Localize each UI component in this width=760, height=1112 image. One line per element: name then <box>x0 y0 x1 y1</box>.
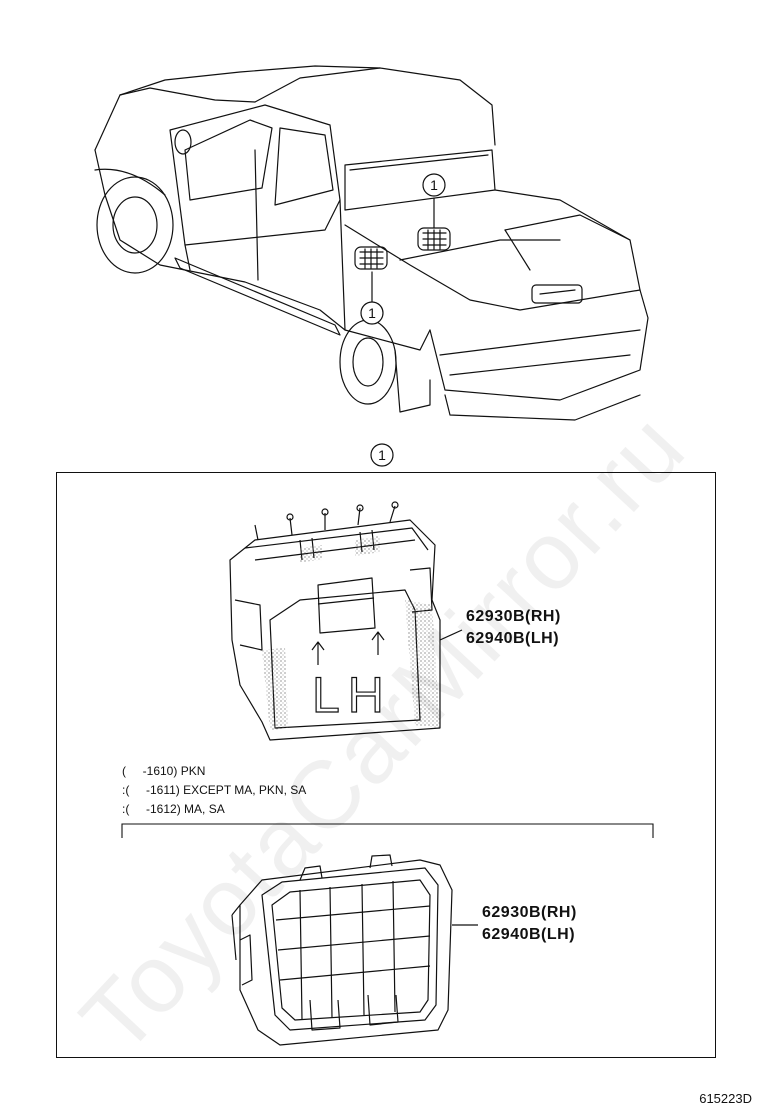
upper-part-number-lh: 62940B(LH) <box>466 630 560 647</box>
lower-part-number-lh: 62940B(LH) <box>482 926 576 943</box>
applicability-note-1: ( -1610) PKN <box>122 764 206 778</box>
applicability-note-3: :( -1612) MA, SA <box>122 802 225 816</box>
callout-number-lower: 1 <box>368 305 376 321</box>
applicability-note-2: :( -1611) EXCEPT MA, PKN, SA <box>122 783 307 797</box>
truck-illustration: 1 1 1 <box>94 65 649 467</box>
callout-circle-section <box>370 443 394 467</box>
callout-circle-lower <box>360 301 384 325</box>
callout-circle-upper <box>422 173 446 197</box>
callout-number-section: 1 <box>378 447 386 463</box>
upper-part-number-rh: 62930B(RH) <box>466 608 561 625</box>
diagram-id: 615223D <box>699 1091 752 1106</box>
callout-number-upper: 1 <box>430 177 438 193</box>
lower-part-number-rh: 62930B(RH) <box>482 904 577 921</box>
detail-frame <box>56 472 716 1058</box>
